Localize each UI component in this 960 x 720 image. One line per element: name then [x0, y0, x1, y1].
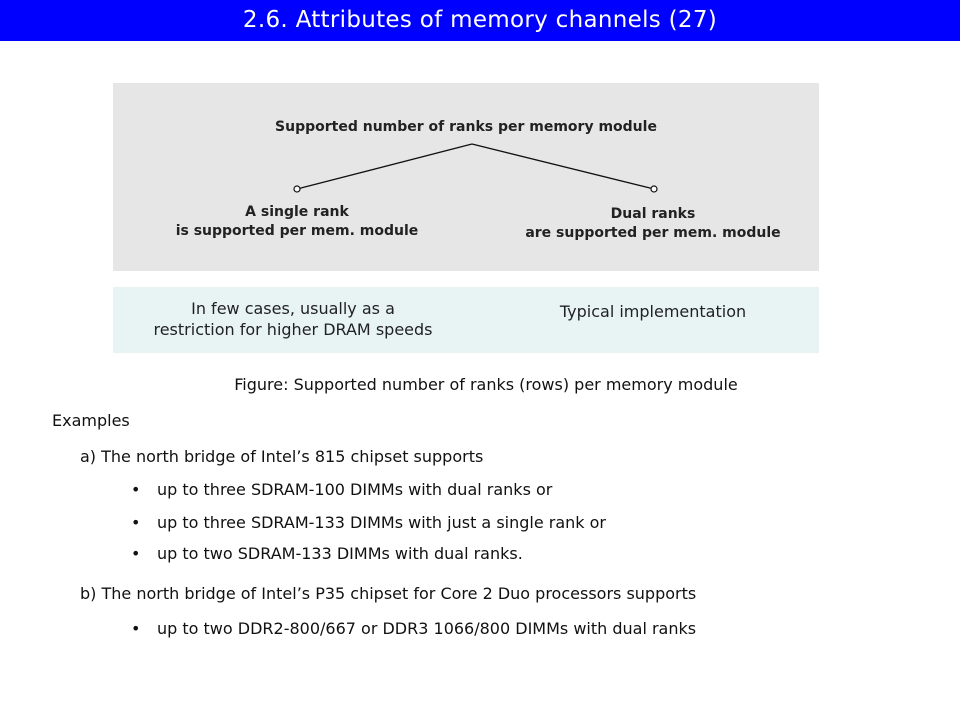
single-rank-note: In few cases, usually as a restriction f…: [113, 298, 473, 340]
figure-caption: Figure: Supported number of ranks (rows)…: [234, 375, 738, 394]
rank-tree-diagram: Supported number of ranks per memory mod…: [113, 83, 819, 271]
dual-rank-label: Dual ranks are supported per mem. module: [483, 205, 823, 243]
single-rank-line1: A single rank: [245, 204, 349, 220]
bullet-icon: •: [131, 480, 141, 499]
single-rank-note-line2: restriction for higher DRAM speeds: [153, 320, 433, 339]
bullet-icon: •: [131, 513, 141, 532]
example-b-bullet-1: up to two DDR2-800/667 or DDR3 1066/800 …: [157, 619, 697, 638]
branch-right-line: [471, 143, 655, 190]
branch-left-line: [296, 143, 473, 190]
slide-title: 2.6. Attributes of memory channels (27): [0, 0, 960, 41]
example-a-bullet-2: up to three SDRAM-133 DIMMs with just a …: [157, 513, 607, 532]
tree-lines: [293, 143, 658, 193]
single-rank-label: A single rank is supported per mem. modu…: [147, 203, 447, 241]
usage-notes-panel: In few cases, usually as a restriction f…: [113, 287, 819, 353]
example-a-text: a) The north bridge of Intel’s 815 chips…: [80, 447, 484, 466]
branch-left-node: [293, 185, 301, 193]
single-rank-note-line1: In few cases, usually as a: [191, 299, 395, 318]
diagram-root-label: Supported number of ranks per memory mod…: [275, 119, 657, 135]
bullet-icon: •: [131, 544, 141, 563]
example-a-bullet-1: up to three SDRAM-100 DIMMs with dual ra…: [157, 480, 553, 499]
dual-rank-note: Typical implementation: [559, 302, 747, 321]
bullet-icon: •: [131, 619, 141, 638]
dual-rank-line2: are supported per mem. module: [525, 225, 781, 241]
example-a-bullet-3: up to two SDRAM-133 DIMMs with dual rank…: [157, 544, 523, 563]
branch-right-node: [650, 185, 658, 193]
example-b-text: b) The north bridge of Intel’s P35 chips…: [80, 584, 697, 603]
single-rank-line2: is supported per mem. module: [175, 223, 419, 239]
dual-rank-line1: Dual ranks: [610, 206, 696, 222]
examples-heading: Examples: [52, 411, 130, 430]
